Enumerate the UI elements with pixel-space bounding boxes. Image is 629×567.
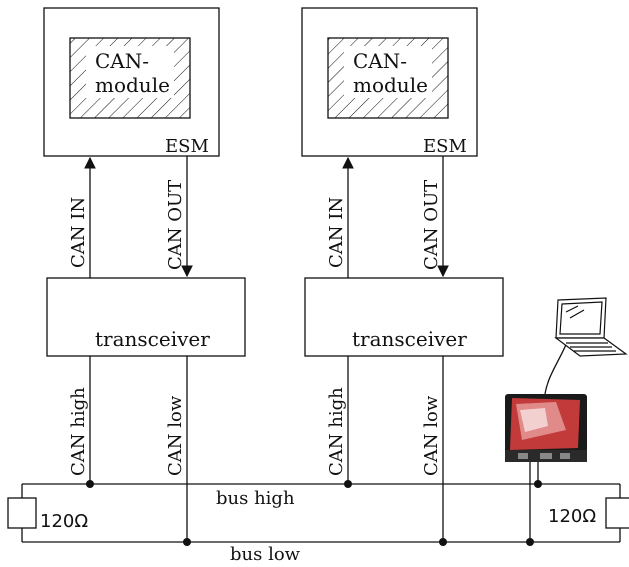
bus: 120Ω 120Ω bus high bus low — [7, 462, 629, 565]
bus-high-label: bus high — [216, 488, 295, 509]
transceiver-box — [304, 277, 504, 357]
can-module-label-line1: CAN- — [353, 49, 407, 73]
junction-dot — [439, 538, 447, 546]
left-termination-resistor — [7, 497, 37, 529]
can-in-label: CAN IN — [68, 197, 89, 268]
node-1: CAN- module ESM CAN IN CAN OUT transceiv… — [43, 7, 246, 542]
can-module-label-line2: module — [353, 73, 428, 97]
right-termination-resistor — [605, 497, 629, 529]
can-out-label: CAN OUT — [421, 180, 442, 270]
can-analyzer-device-icon — [505, 339, 587, 462]
transceiver-box — [46, 277, 246, 357]
bus-low-label: bus low — [230, 544, 301, 563]
junction-dot — [344, 480, 352, 488]
can-module-label-line2: module — [95, 73, 170, 97]
node-2: CAN- module ESM CAN IN CAN OUT transceiv… — [301, 7, 504, 542]
can-low-label: CAN low — [165, 395, 186, 476]
junction-dot — [183, 538, 191, 546]
can-high-label: CAN high — [326, 387, 347, 476]
esm-label: ESM — [165, 136, 209, 157]
left-termination-label: 120Ω — [40, 511, 88, 532]
junction-dot — [86, 480, 94, 488]
transceiver-label: transceiver — [352, 327, 467, 351]
can-in-label: CAN IN — [326, 197, 347, 268]
laptop-icon — [554, 297, 628, 357]
can-out-label: CAN OUT — [165, 180, 186, 270]
right-termination-label: 120Ω — [548, 506, 596, 527]
transceiver-label: transceiver — [95, 327, 210, 351]
esm-label: ESM — [423, 136, 467, 157]
can-high-label: CAN high — [68, 387, 89, 476]
can-module-label-line1: CAN- — [95, 49, 149, 73]
can-low-label: CAN low — [421, 395, 442, 476]
